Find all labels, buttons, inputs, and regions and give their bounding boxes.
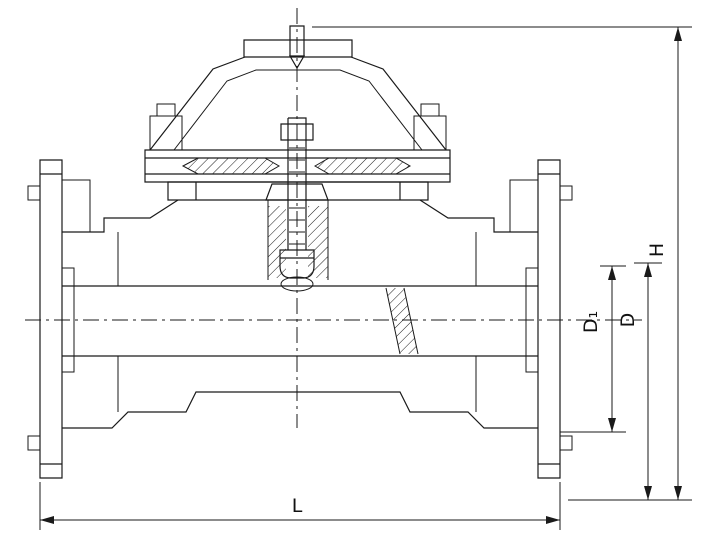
body-top-outline bbox=[62, 199, 538, 233]
dimension-d-arrow-top bbox=[644, 263, 652, 277]
seat-bead bbox=[280, 276, 314, 292]
bonnet-bolt-bosses bbox=[149, 103, 447, 151]
flange-hubs bbox=[62, 179, 538, 232]
dimension-l-arrow-left bbox=[40, 516, 54, 524]
pipe-outer-walls bbox=[62, 285, 538, 357]
neck-hatch-left bbox=[268, 206, 286, 278]
dome-inner-profile bbox=[173, 69, 423, 151]
weir-partition-hatch bbox=[386, 288, 418, 354]
dimension-d1-arrow-top bbox=[608, 266, 616, 280]
stem-assembly bbox=[265, 117, 329, 292]
dimension-d-lines bbox=[634, 262, 662, 500]
bonnet-top-plate bbox=[243, 39, 353, 58]
dimension-h-arrow-top bbox=[674, 27, 682, 41]
dimension-h: H bbox=[312, 26, 692, 501]
dimension-d-label: D bbox=[617, 313, 639, 328]
diaphragm-flange-band bbox=[144, 149, 451, 183]
flange-bolt-tabs bbox=[27, 185, 573, 451]
neck-walls bbox=[267, 200, 329, 280]
left-end-flange bbox=[39, 159, 63, 479]
body-bottom-outline bbox=[62, 391, 538, 429]
dimension-d1: D₁ bbox=[560, 265, 626, 433]
stem-tip-cap bbox=[288, 25, 306, 70]
bonnet-flange-plate bbox=[167, 181, 429, 201]
neck-hatch-right bbox=[308, 206, 328, 278]
dimension-l-arrow-right bbox=[546, 516, 560, 524]
dimension-d-arrow-bottom bbox=[644, 486, 652, 500]
diaphragm-section bbox=[144, 149, 451, 201]
flange-raised-faces bbox=[62, 267, 538, 373]
dimension-l-lines bbox=[39, 482, 561, 530]
dimension-h-lines bbox=[312, 26, 692, 501]
dimension-h-arrow-bottom bbox=[674, 486, 682, 500]
dome-outer-profile bbox=[149, 56, 447, 151]
stem-nut bbox=[280, 123, 314, 141]
dimension-d1-lines bbox=[560, 265, 626, 433]
valve-body bbox=[27, 159, 573, 479]
right-end-flange bbox=[537, 159, 561, 479]
bonnet-assembly bbox=[149, 25, 447, 151]
body-side-walls bbox=[117, 232, 477, 412]
dimension-l-label: L bbox=[292, 495, 303, 517]
dimension-h-label: H bbox=[646, 243, 668, 257]
stem-thread-lines bbox=[289, 147, 305, 245]
dimension-l: L bbox=[39, 482, 561, 530]
dimension-d1-arrow-bottom bbox=[608, 418, 616, 432]
diaphragm-left-section bbox=[181, 157, 281, 175]
centerlines bbox=[25, 8, 642, 428]
dimension-d: D bbox=[617, 262, 662, 500]
weir-partition-edges bbox=[385, 287, 419, 355]
diaphragm-right-section bbox=[313, 157, 412, 175]
dimension-d1-label: D₁ bbox=[580, 311, 602, 333]
diaphragm-compressor bbox=[265, 183, 329, 201]
